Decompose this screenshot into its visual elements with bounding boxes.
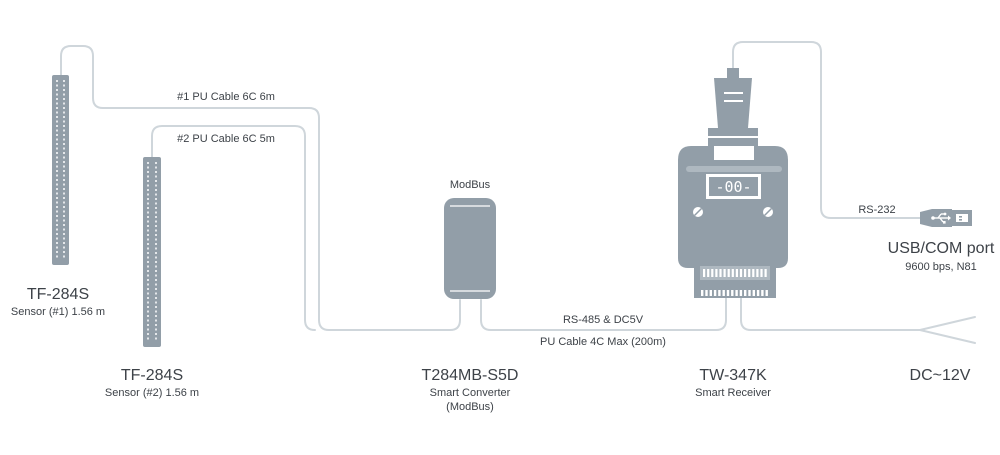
rs485-label: RS-485 & DC5V (563, 314, 644, 326)
rs485-wire (480, 297, 727, 331)
cable-2-wire (151, 125, 316, 331)
cable-1-wire (60, 45, 461, 331)
converter-device (444, 198, 496, 299)
rs232-label: RS-232 (858, 204, 895, 216)
rs232-wire (732, 41, 921, 219)
sensor-1-name: TF-284S (26, 286, 90, 303)
power-split-top (919, 316, 976, 331)
usb-port-name: USB/COM port (887, 240, 995, 257)
converter-desc-2: (ModBus) (446, 401, 494, 413)
sensor-2-name: TF-284S (120, 367, 184, 384)
power-split-bottom (919, 329, 976, 344)
power-name: DC~12V (909, 367, 971, 384)
usb-icon (931, 212, 951, 224)
converter-protocol-label: ModBus (450, 179, 491, 191)
sensor-2-probe (143, 157, 161, 347)
receiver-name: TW-347K (699, 367, 767, 384)
usb-port-desc: 9600 bps, N81 (905, 261, 977, 273)
sensor-2-desc: Sensor (#2) 1.56 m (104, 387, 200, 399)
receiver-desc: Smart Receiver (695, 387, 771, 399)
cable-2-label: #2 PU Cable 6C 5m (177, 133, 275, 145)
receiver-display: -00- (715, 178, 751, 196)
converter-name: T284MB-S5D (421, 367, 519, 384)
cable-1-label: #1 PU Cable 6C 6m (177, 91, 275, 103)
usb-plug (920, 209, 972, 227)
converter-desc: Smart Converter (429, 387, 511, 399)
power-wire (740, 297, 921, 331)
sensor-1-desc: Sensor (#1) 1.56 m (10, 306, 106, 318)
pu-cable-4c-label: PU Cable 4C Max (200m) (540, 336, 666, 348)
receiver-device: -00- (678, 68, 788, 298)
sensor-1-probe (52, 75, 69, 265)
